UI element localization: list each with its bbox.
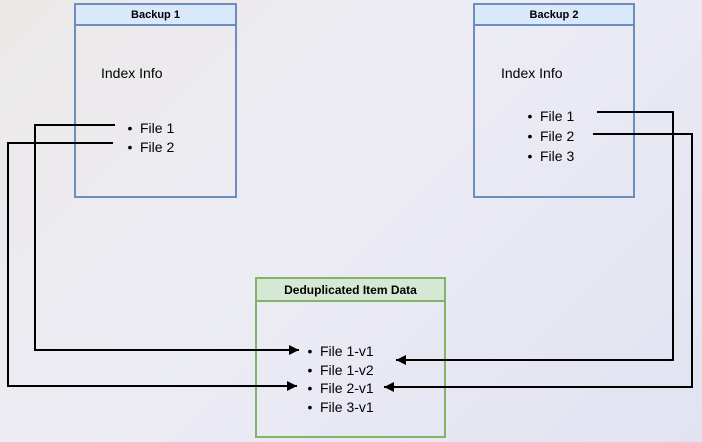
list-item: • File 2-v1 xyxy=(303,379,374,398)
backup1-index-info-label: Index Info xyxy=(101,65,163,81)
bullet-icon: • xyxy=(307,343,313,360)
backup2-header: Backup 2 xyxy=(475,5,633,26)
list-item: • File 1-v2 xyxy=(303,361,374,380)
bullet-icon: • xyxy=(307,380,313,397)
bullet-icon: • xyxy=(127,119,133,136)
bullet-icon: • xyxy=(527,148,533,164)
bullet-icon: • xyxy=(127,138,133,155)
list-item: • File 2 xyxy=(123,137,175,156)
backup2-box: Backup 2 Index Info • File 1 • File 2 • … xyxy=(473,3,635,198)
bullet-icon: • xyxy=(307,398,313,415)
backup2-index-info-label: Index Info xyxy=(501,65,563,81)
dedup-box: Deduplicated Item Data • File 1-v1 • Fil… xyxy=(255,277,446,438)
dedup-item-list: • File 1-v1 • File 1-v2 • File 2-v1 • Fi… xyxy=(303,342,374,416)
backup1-file1-label: File 1 xyxy=(140,119,175,136)
backup2-title: Backup 2 xyxy=(529,8,579,21)
backup2-file2-label: File 2 xyxy=(540,128,575,144)
list-item: • File 1 xyxy=(523,106,575,126)
dedup-file3v1-label: File 3-v1 xyxy=(320,398,374,415)
list-item: • File 1 xyxy=(123,118,175,137)
backup2-file-list: • File 1 • File 2 • File 3 xyxy=(523,106,575,166)
dedup-header: Deduplicated Item Data xyxy=(257,279,444,302)
dedup-file1v2-label: File 1-v2 xyxy=(320,361,374,378)
list-item: • File 3 xyxy=(523,146,575,166)
backup2-file1-label: File 1 xyxy=(540,108,575,124)
list-item: • File 3-v1 xyxy=(303,398,374,417)
backup1-file-list: • File 1 • File 2 xyxy=(123,118,175,156)
backup1-header: Backup 1 xyxy=(76,5,235,26)
backup2-file3-label: File 3 xyxy=(540,148,575,164)
bullet-icon: • xyxy=(527,128,533,144)
dedup-title: Deduplicated Item Data xyxy=(284,282,417,297)
list-item: • File 1-v1 xyxy=(303,342,374,361)
bullet-icon: • xyxy=(307,361,313,378)
backup1-box: Backup 1 Index Info • File 1 • File 2 xyxy=(74,3,237,198)
dedup-file2v1-label: File 2-v1 xyxy=(320,380,374,397)
backup1-title: Backup 1 xyxy=(131,8,180,21)
dedup-file1v1-label: File 1-v1 xyxy=(320,343,374,360)
bullet-icon: • xyxy=(527,108,533,124)
backup1-file2-label: File 2 xyxy=(140,138,175,155)
list-item: • File 2 xyxy=(523,126,575,146)
